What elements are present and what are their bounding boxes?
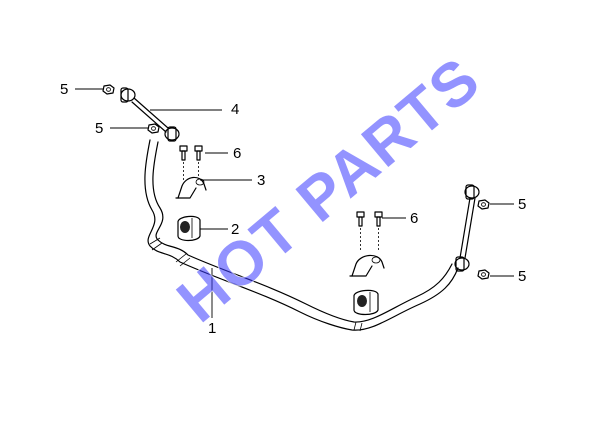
- callout-5-upper-right: 5: [518, 196, 526, 213]
- bolt-pair-left: [179, 145, 203, 182]
- nut-upper-left: [102, 84, 115, 95]
- callout-6-left: 6: [233, 145, 241, 162]
- callout-1: 1: [208, 320, 216, 337]
- callout-5-upper-left: 5: [60, 81, 68, 98]
- nut-mid-left: [147, 123, 160, 134]
- callout-2: 2: [231, 221, 239, 238]
- leader-lines: [75, 88, 514, 318]
- bolt-pair-right: [356, 211, 383, 252]
- stabilizer-bar: [144, 139, 459, 332]
- watermark: HOT PARTS: [165, 44, 494, 336]
- bushing-right: [353, 289, 379, 316]
- bushing-left: [177, 215, 201, 242]
- end-link-right: [454, 184, 480, 272]
- callout-4: 4: [231, 101, 239, 118]
- bracket-right: [349, 254, 385, 277]
- callout-6-right: 6: [410, 210, 418, 227]
- nut-upper-right: [477, 199, 490, 210]
- callout-3: 3: [257, 172, 265, 189]
- bracket-left: [175, 176, 207, 199]
- nut-lower-right: [477, 269, 490, 280]
- callout-5-lower-right: 5: [518, 268, 526, 285]
- callout-5-mid-left: 5: [95, 120, 103, 137]
- end-link-left: [120, 87, 180, 142]
